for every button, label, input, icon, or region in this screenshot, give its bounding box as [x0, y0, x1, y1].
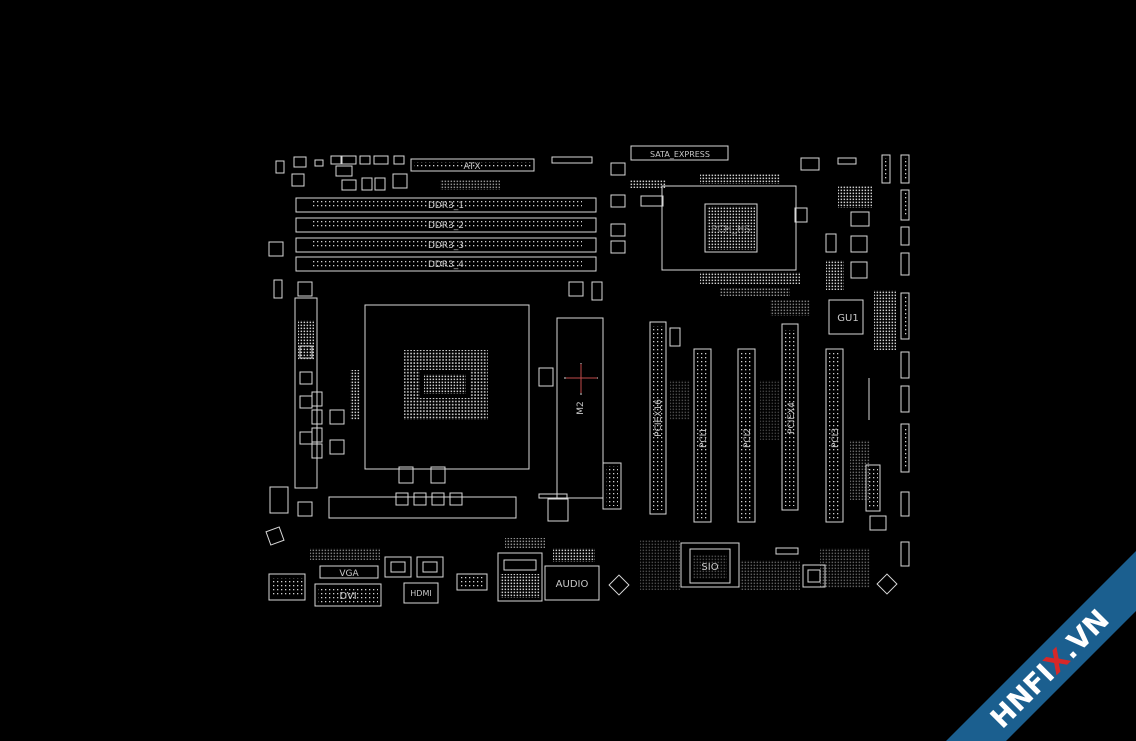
dvi-connector[interactable]	[314, 583, 382, 607]
cpu-socket[interactable]	[364, 304, 530, 470]
pch-area	[661, 185, 797, 271]
pciex16-slot[interactable]	[649, 321, 667, 515]
dimm-3-label: DDR3_3	[428, 241, 464, 251]
pci3-slot[interactable]	[825, 348, 844, 523]
watermark-band: HNFIX.VN	[946, 551, 1136, 741]
dimm-slot-4[interactable]	[295, 256, 597, 272]
vga-label: VGA	[339, 569, 359, 579]
audio-connector[interactable]	[544, 565, 600, 601]
dimm-1-label: DDR3_1	[428, 201, 464, 211]
m2-slot[interactable]	[556, 317, 604, 499]
svg-text:HNFIX.VN: HNFIX.VN	[984, 603, 1116, 735]
sata-express-connector[interactable]	[630, 145, 729, 161]
sio-label: SIO	[701, 562, 718, 573]
sio-chip[interactable]	[689, 548, 731, 584]
pci2-slot[interactable]	[737, 348, 756, 523]
pch-chip[interactable]	[704, 203, 758, 253]
watermark: HNFIX.VN	[936, 541, 1136, 741]
pch-label: PCH_HS	[711, 224, 750, 235]
m2-label: M2	[576, 401, 586, 415]
dimm-2-label: DDR3_2	[428, 221, 464, 231]
dimm-4-label: DDR3_4	[428, 260, 464, 270]
dimm-slot-2[interactable]	[295, 217, 597, 233]
pciex4-slot[interactable]	[781, 323, 799, 511]
pci3-label: PCI3	[831, 428, 841, 448]
pci2-label: PCI2	[743, 428, 753, 448]
dimm-slot-1[interactable]	[295, 197, 597, 213]
gu1-label: GU1	[837, 313, 858, 324]
atx-label: ATX	[463, 162, 480, 172]
gu1-chip[interactable]	[828, 299, 864, 335]
pciex16-label: PCIEX16	[654, 399, 664, 437]
dvi-label: DVI	[339, 591, 356, 602]
dimm-slot-3[interactable]	[295, 237, 597, 253]
vga-connector[interactable]	[319, 565, 379, 579]
atx-connector[interactable]	[410, 158, 535, 172]
pciex4-label: PCIEX4	[787, 402, 797, 434]
pci1-label: PCI1	[699, 428, 709, 448]
chip-near-m2	[547, 498, 569, 522]
hdmi-connector[interactable]	[403, 582, 439, 604]
pci1-slot[interactable]	[693, 348, 712, 523]
sata-express-label: SATA_EXPRESS	[650, 150, 710, 159]
audio-label: AUDIO	[556, 579, 589, 590]
hdmi-label: HDMI	[410, 589, 431, 598]
